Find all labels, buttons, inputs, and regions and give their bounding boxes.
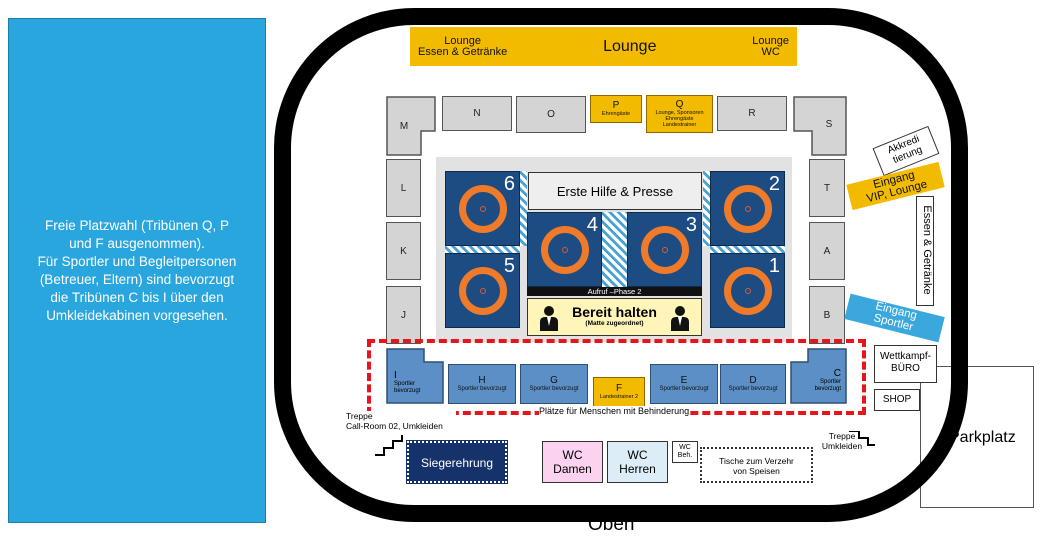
tribune-t: T [809, 159, 845, 217]
call-phase-bar: Aufruf –Phase 2 [527, 287, 702, 296]
mat-1-number: 1 [768, 255, 780, 277]
hatch-center [602, 212, 627, 287]
mat-3: 3 [627, 212, 702, 287]
tribune-r: R [717, 96, 787, 131]
mat-6-number: 6 [503, 173, 515, 195]
mat-3-number: 3 [685, 214, 697, 236]
food-drinks-vertical [916, 196, 934, 306]
wc-men: WC Herren [607, 441, 668, 483]
tribune-j: J [386, 286, 421, 344]
mat-5-number: 5 [503, 255, 515, 277]
tribune-i: I Sportler bevorzugt [386, 348, 444, 404]
orientation-label: Oben [588, 514, 635, 535]
hatch-right-vertical [703, 171, 710, 246]
mat-4-ring [540, 225, 589, 274]
tribune-q: Q Lounge, Sponsoren Ehrengäste Landestra… [646, 95, 713, 133]
athlete-zone-outline [367, 339, 866, 415]
ready-subtitle: (Matte zugeordnet) [585, 320, 644, 327]
tribune-k: K [386, 222, 421, 280]
person-icon [671, 306, 689, 331]
stairs-right-label: Treppe Umkleiden [818, 431, 866, 451]
arena-wall [274, 8, 968, 522]
disabled-places-label: Plätze für Menschen mit Behinderung [539, 406, 690, 416]
mat-4: 4 [527, 212, 602, 287]
tribune-c: C Sportler bevorzugt [790, 348, 847, 404]
hatch-left-vertical [520, 171, 527, 246]
hatch-left-horizontal [445, 246, 520, 253]
tribune-b: B [809, 286, 845, 344]
mat-5: 5 [445, 253, 520, 328]
mat-1-ring [723, 266, 772, 315]
tribune-o: O [516, 96, 586, 133]
tribune-f: F Landestrainer 2 [593, 377, 645, 407]
lounge-center: Lounge [603, 37, 657, 55]
food-tables: Tische zum Verzehr von Speisen [700, 447, 813, 483]
ready-title: Bereit halten [572, 304, 657, 320]
first-aid-label: Erste Hilfe & Presse [556, 183, 674, 199]
competition-office: Wettkampf- BÜRO [874, 345, 937, 383]
wc-women: WC Damen [542, 441, 603, 483]
mat-5-ring [458, 266, 507, 315]
mat-3-ring [640, 225, 689, 274]
tribune-m: M [386, 96, 436, 156]
stairs-right-icon [849, 431, 875, 446]
tribune-p: P Ehrengäste [590, 95, 642, 123]
mat-1: 1 [710, 253, 785, 328]
hatch-right-horizontal [710, 246, 785, 253]
tribune-m-label: M [399, 120, 409, 132]
food-drinks-label: Essen & Getränke [921, 205, 933, 295]
stairs-left-label: Treppe Call-Room 02, Umkleiden [346, 411, 456, 431]
tribune-n: N [442, 96, 512, 131]
mat-6: 6 [445, 171, 520, 246]
award-ceremony: Siegerehrung [406, 440, 508, 484]
stairs-left-icon [375, 435, 403, 456]
shop: SHOP [874, 389, 920, 411]
mat-2-number: 2 [768, 173, 780, 195]
mat-4-number: 4 [586, 214, 598, 236]
person-icon [540, 306, 558, 331]
mat-6-ring [458, 184, 507, 233]
info-panel: Freie Platzwahl (Tribünen Q, P und F aus… [8, 18, 266, 523]
tribune-l: L [386, 159, 421, 217]
mat-2-ring [723, 184, 772, 233]
wc-disabled: WC Beh. [672, 441, 698, 463]
first-aid-press-box: Erste Hilfe & Presse [528, 172, 702, 210]
parking-label: Parkplatz [949, 429, 1016, 446]
mat-2: 2 [710, 171, 785, 246]
tribune-a: A [809, 222, 845, 280]
ready-box: Bereit halten (Matte zugeordnet) [527, 298, 702, 336]
tribune-s: S [793, 96, 847, 156]
